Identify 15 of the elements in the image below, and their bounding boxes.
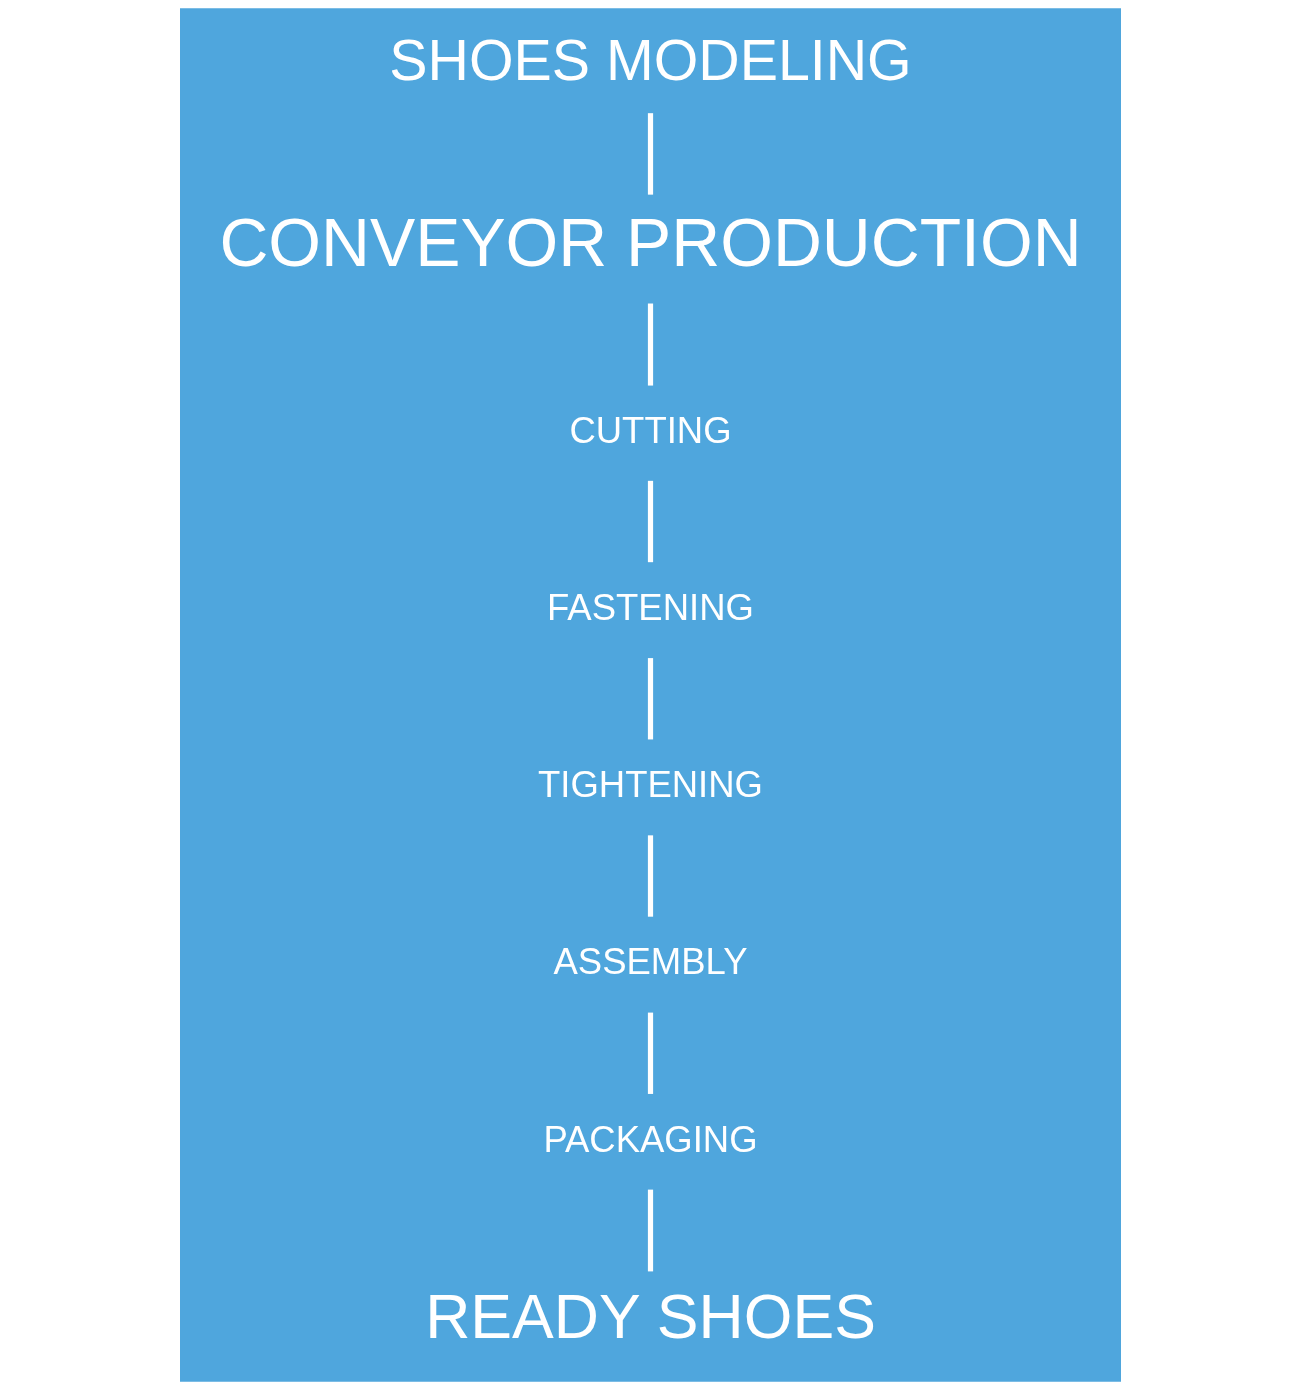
connector — [647, 835, 653, 917]
node-text: ASSEMBLY — [553, 941, 747, 983]
node-text: SHOES MODELING — [388, 28, 912, 93]
connector — [647, 1189, 653, 1272]
connector — [647, 303, 653, 386]
node-text: PACKAGING — [542, 1118, 758, 1160]
connector — [647, 658, 653, 740]
node-text: CUTTING — [568, 409, 732, 451]
connector — [647, 1012, 653, 1094]
connector — [647, 480, 653, 563]
node-text: FASTENING — [546, 586, 754, 628]
node-text: TIGHTENING — [537, 764, 763, 806]
node-text: CONVEYOR PRODUCTION — [218, 204, 1082, 280]
connector — [647, 113, 653, 195]
node-text: READY SHOES — [424, 1281, 876, 1352]
